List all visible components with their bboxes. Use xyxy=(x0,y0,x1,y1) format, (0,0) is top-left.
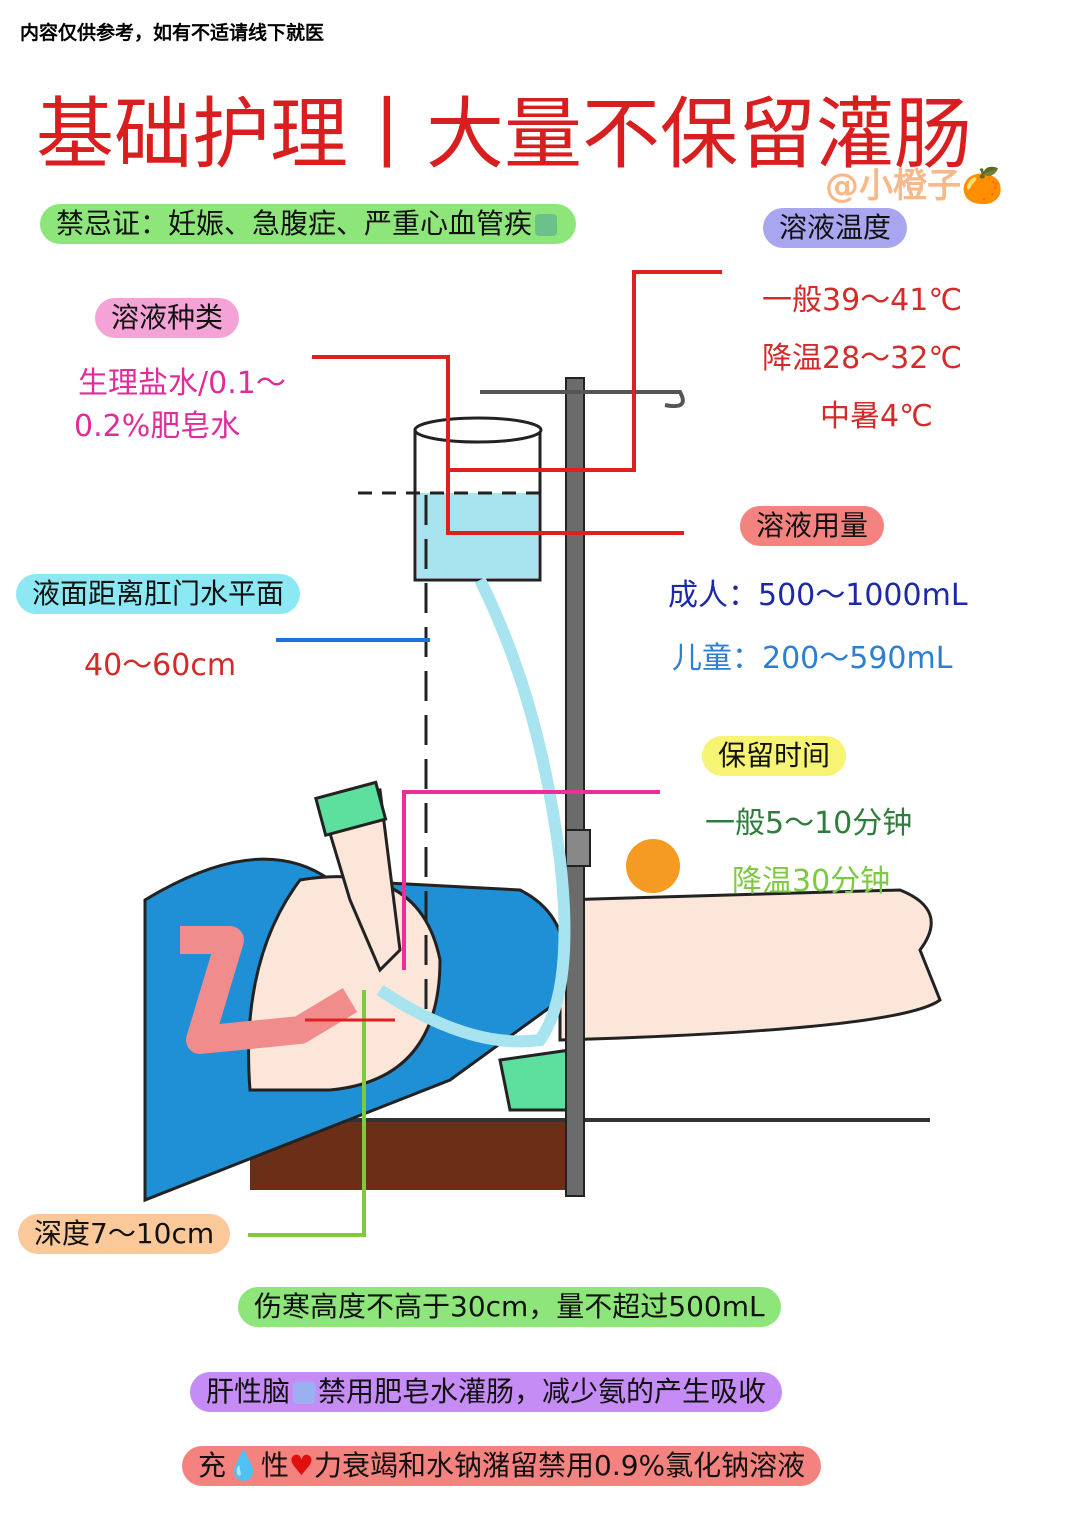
patient-legs xyxy=(558,888,942,1042)
note-hepatic: 肝性脑禁用肥皂水灌肠，减少氨的产生吸收 xyxy=(190,1372,783,1412)
retention-label: 保留时间 xyxy=(702,736,847,776)
volume-line: 成人：500～1000mL xyxy=(668,578,968,613)
volume-line: 儿童：200～590mL xyxy=(672,641,953,676)
disclaimer: 内容仅供参考，如有不适请线下就医 xyxy=(20,22,325,44)
height-label: 液面距离肛门水平面 xyxy=(16,574,301,614)
note-heart-failure: 充💧性♥力衰竭和水钠潴留禁用0.9%氯化钠溶液 xyxy=(182,1446,822,1486)
solution-type-line: 生理盐水/0.1～ xyxy=(78,366,286,401)
contraindication-pill: 禁忌证：妊娠、急腹症、严重心血管疾 xyxy=(40,204,577,244)
green-box-icon xyxy=(535,214,558,236)
solution-type-label: 溶液种类 xyxy=(95,298,240,338)
temperature-line: 一般39～41℃ xyxy=(762,283,963,318)
solution-type-line: 0.2%肥皂水 xyxy=(74,409,241,444)
depth-label: 深度7～10cm xyxy=(18,1214,231,1254)
iv-pole xyxy=(565,377,585,1197)
volume-label: 溶液用量 xyxy=(740,506,885,546)
temperature-line: 中暑4℃ xyxy=(820,399,933,434)
note-typhoid: 伤寒高度不高于30cm，量不超过500mL xyxy=(238,1287,781,1327)
retention-line: 一般5～10分钟 xyxy=(705,806,913,841)
page-title: 基础护理丨大量不保留灌肠 xyxy=(36,90,973,180)
retention-line: 降温30分钟 xyxy=(732,864,891,899)
enema-tube xyxy=(376,577,571,1048)
blood-drop-icon: 💧 xyxy=(226,1449,261,1482)
orange-icon xyxy=(626,839,680,893)
red-heart-icon: ♥ xyxy=(288,1449,315,1482)
temperature-line: 降温28～32℃ xyxy=(762,341,963,376)
height-value: 40～60cm xyxy=(84,648,237,683)
temperature-label: 溶液温度 xyxy=(763,208,908,248)
blue-box-icon xyxy=(293,1382,316,1404)
watermark: @小橙子🍊 xyxy=(825,166,1004,206)
